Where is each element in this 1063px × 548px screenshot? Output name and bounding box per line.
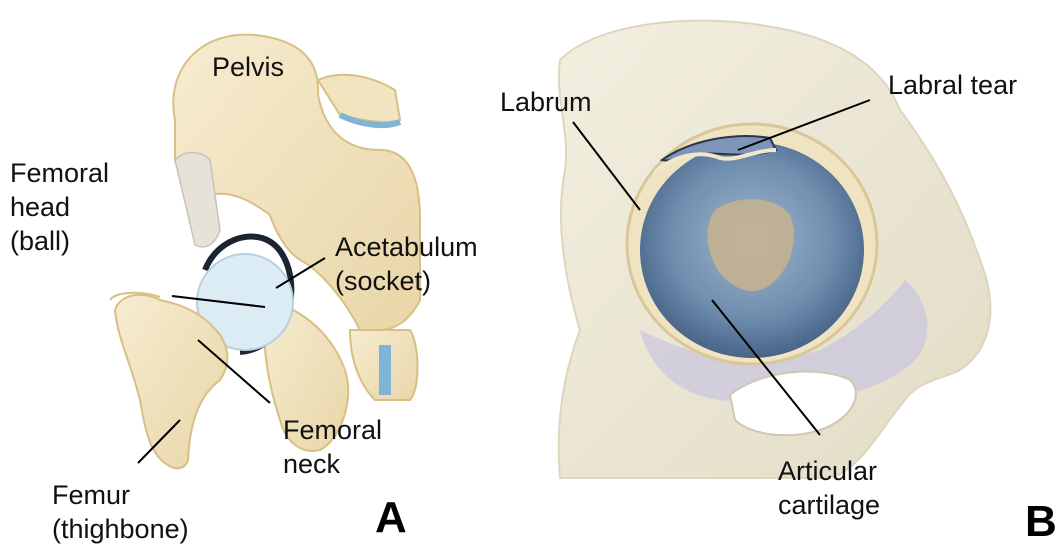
label-femoral-neck-line-2: neck	[283, 447, 382, 481]
label-femoral-head-line-1: Femoral	[10, 156, 109, 190]
label-femoral-neck-line-1: Femoral	[283, 413, 382, 447]
label-femoral-head-line-2: head	[10, 190, 109, 224]
label-femur-line-1: Femur	[52, 478, 189, 512]
label-pelvis: Pelvis	[212, 50, 284, 84]
label-femoral-neck: Femoral neck	[283, 413, 382, 481]
label-articular-cartilage-line-2: cartilage	[778, 488, 880, 522]
panel-label-a: A	[375, 496, 407, 540]
sacrum-bone	[318, 75, 400, 122]
label-femur: Femur (thighbone)	[52, 478, 189, 546]
label-acetabulum-line-2: (socket)	[335, 264, 478, 298]
label-articular-cartilage-line-1: Articular	[778, 454, 880, 488]
panel-label-b: B	[1025, 500, 1057, 544]
label-femoral-head-line-3: (ball)	[10, 224, 109, 258]
label-labrum: Labrum	[500, 85, 592, 119]
label-acetabulum-line-1: Acetabulum	[335, 230, 478, 264]
label-labral-tear: Labral tear	[888, 68, 1017, 102]
label-femoral-head: Femoral head (ball)	[10, 156, 109, 258]
label-acetabulum: Acetabulum (socket)	[335, 230, 478, 298]
label-femur-line-2: (thighbone)	[52, 512, 189, 546]
label-articular-cartilage: Articular cartilage	[778, 454, 880, 522]
